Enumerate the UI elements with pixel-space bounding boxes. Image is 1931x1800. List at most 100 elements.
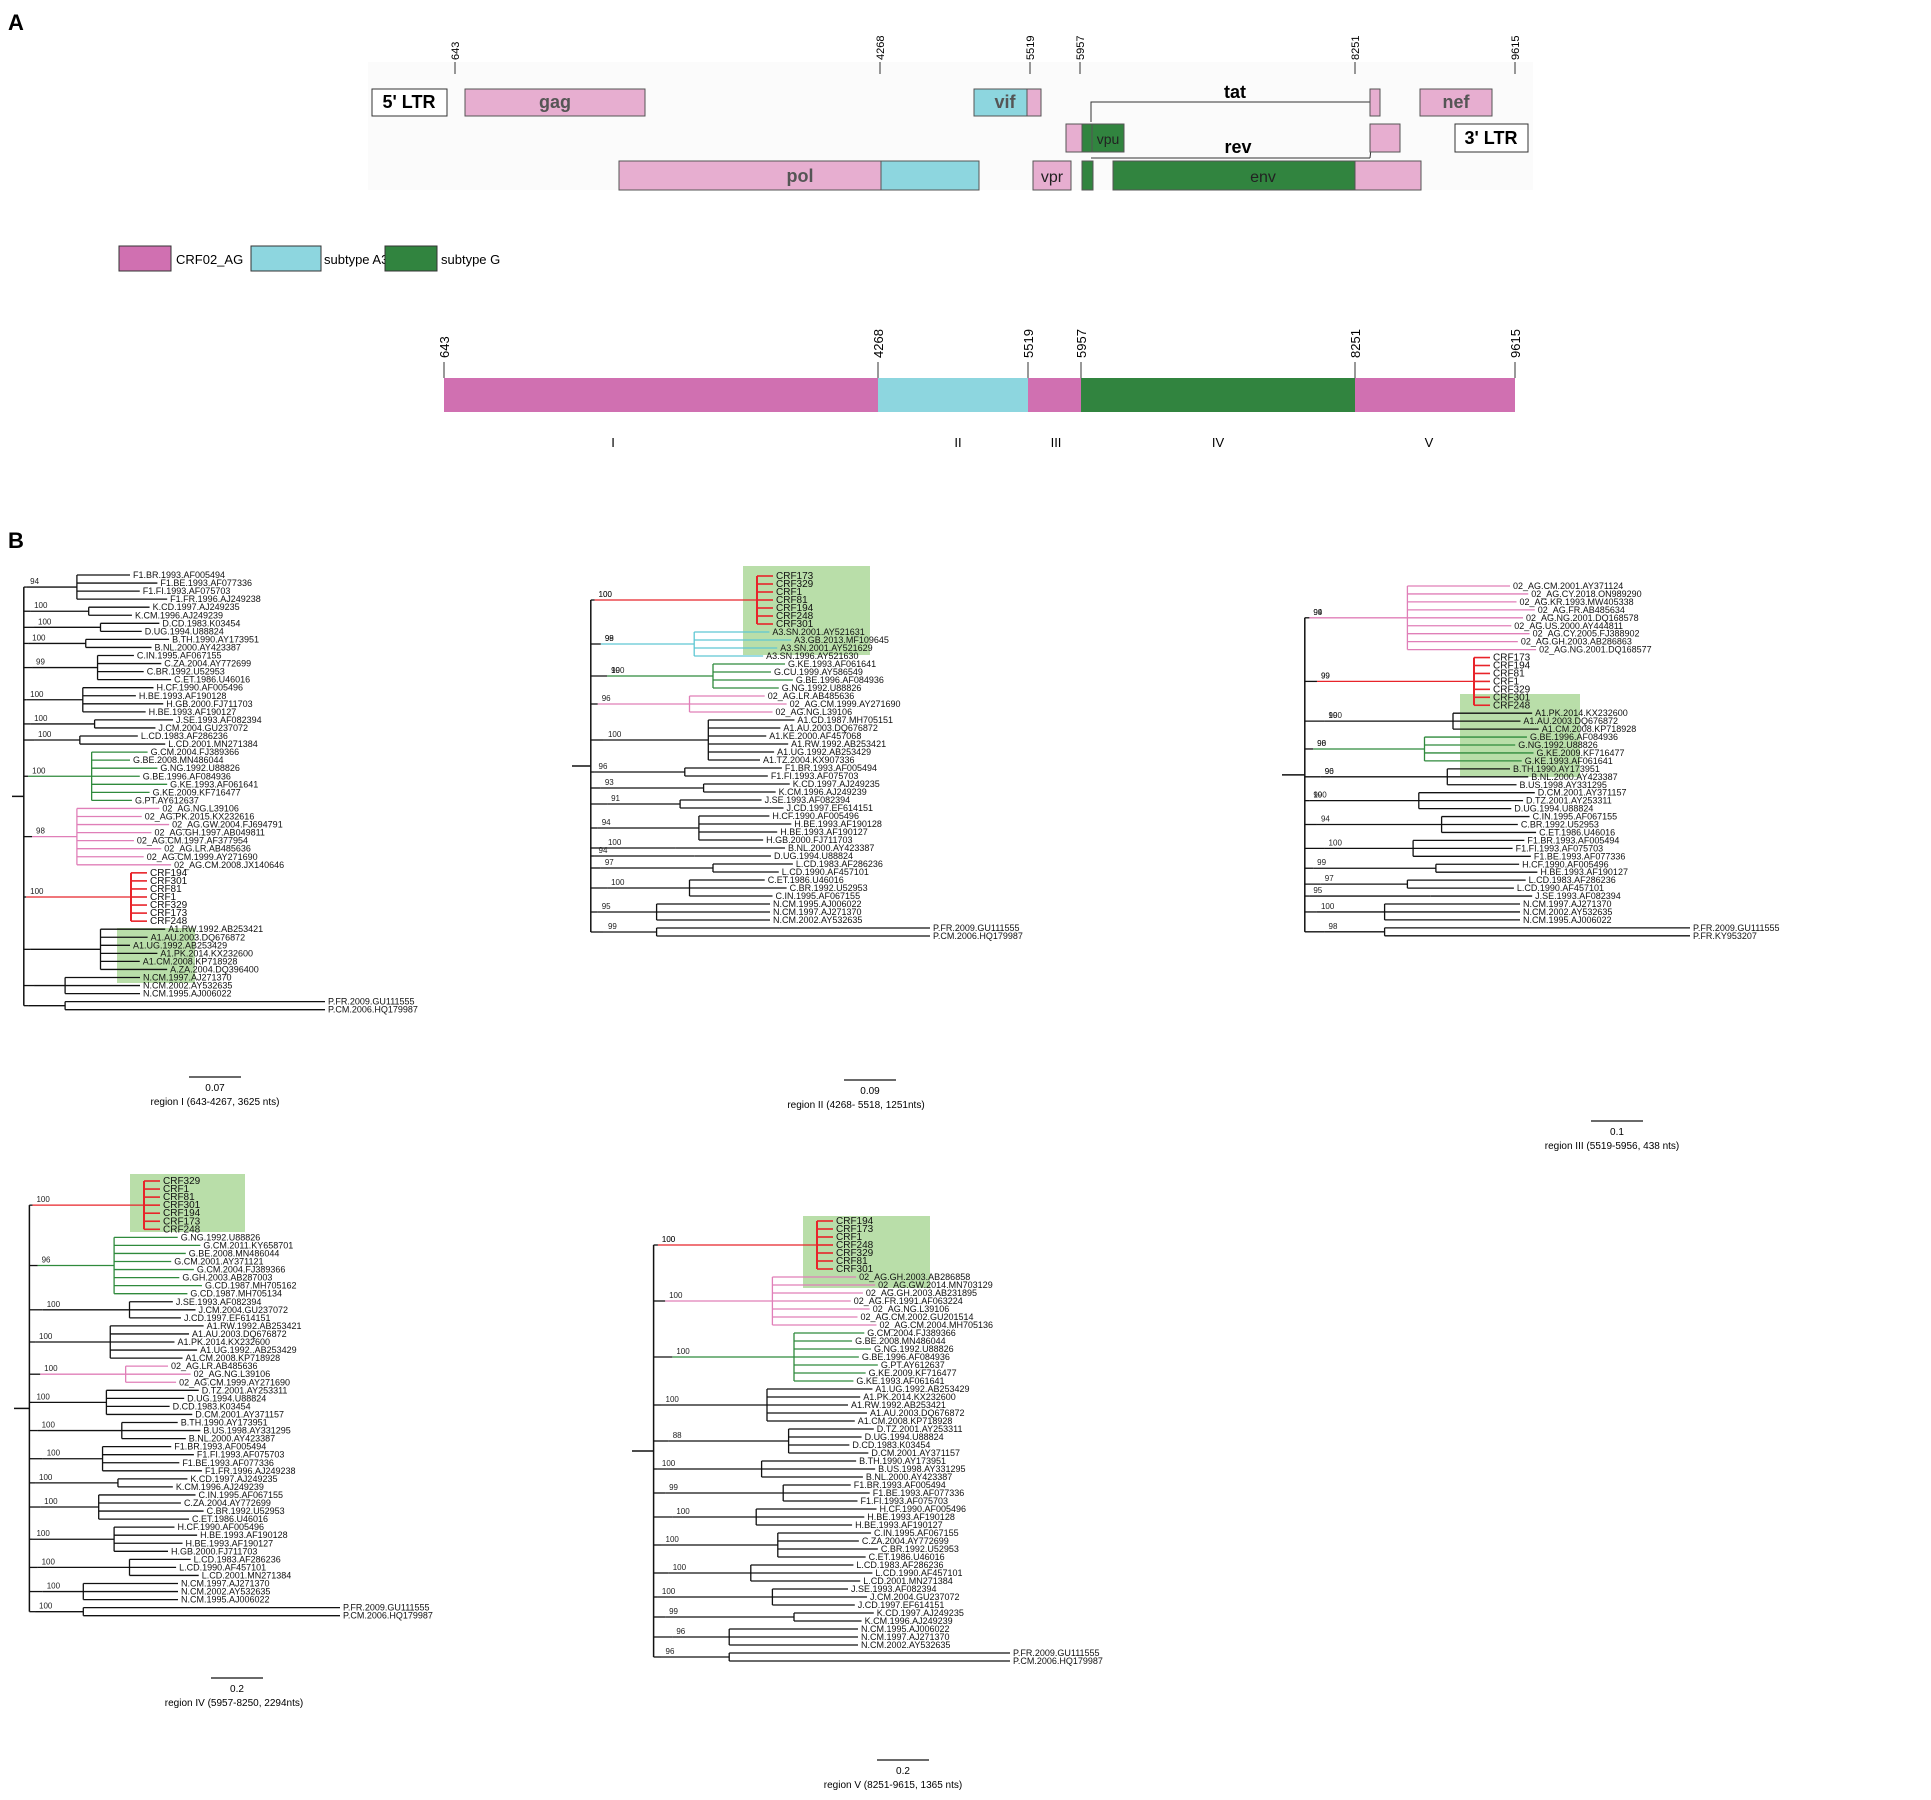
bootstrap-value: 100 <box>32 633 46 642</box>
tree-leaf-label: 02_AG.GH.2003.AB286863 <box>1521 637 1632 647</box>
tree-leaf-label: G.KE.1993.AF061641 <box>856 1376 944 1386</box>
bootstrap-value: 100 <box>32 766 46 775</box>
bootstrap-value: 96 <box>666 1647 675 1656</box>
panel-a-label: A <box>8 10 24 35</box>
tree-leaf-label: L.CD.1990.AF457101 <box>1517 883 1604 893</box>
tree-leaf-label: A1.KE.2000.AF457068 <box>769 731 861 741</box>
tree-region-v: CRF194CRF173CRF1CRF248CRF329CRF81CRF3010… <box>632 1216 1103 1791</box>
tree-leaf-label: 02_AG.PK.2015.KX232616 <box>145 812 255 822</box>
tree-leaf-label: 02_AG.GH.2003.AB286858 <box>859 1272 970 1282</box>
tree-leaf-label: G.NG.1992.U88826 <box>1518 740 1598 750</box>
tree-leaf-label: G.CD.1987.MH705134 <box>190 1289 282 1299</box>
bootstrap-value: 100 <box>47 1582 61 1591</box>
region-tick-label: 9615 <box>1508 329 1523 358</box>
tree-leaf-label: CRF173 <box>836 1224 874 1235</box>
tree-leaf-label: CRF1 <box>836 1232 863 1243</box>
tree-leaf-label: F1.BR.1993.AF005494 <box>174 1442 266 1452</box>
tree-leaf-label: N.CM.2002.AY532635 <box>143 981 232 991</box>
vpr-box <box>1032 160 1072 191</box>
pol-label: pol <box>787 166 814 186</box>
tree-leaf-label: 02_AG.NG.L39106 <box>873 1304 950 1314</box>
region-ii-label: II <box>954 435 961 450</box>
genome-tick-label: 9615 <box>1510 36 1522 60</box>
tree-leaf-label: CRF81 <box>163 1192 195 1203</box>
bootstrap-value: 96 <box>42 1256 51 1265</box>
tree-leaf-label: B.NL.2000.AY423387 <box>788 843 874 853</box>
bootstrap-value: 100 <box>36 1392 50 1401</box>
bootstrap-value: 100 <box>662 1235 676 1244</box>
region-iii-segment <box>1028 378 1081 412</box>
bootstrap-value: 100 <box>662 1459 676 1468</box>
tree-leaf-label: B.TH.1990.AY173951 <box>172 634 259 644</box>
tree-leaf-label: B.TH.1990.AY173951 <box>859 1456 946 1466</box>
tree-leaf-label: B.NL.2000.AY423387 <box>155 642 241 652</box>
ltr5-box <box>371 88 448 117</box>
env-label: env <box>1250 169 1276 186</box>
bootstrap-value: 95 <box>602 902 611 911</box>
tree-leaf-label: D.CM.2001.AY371157 <box>195 1409 284 1419</box>
tree-leaf-label: F1.BE.1993.AF077336 <box>160 578 252 588</box>
tree-leaf-label: CRF248 <box>163 1224 201 1235</box>
tree-leaf-label: N.CM.1997.AJ271370 <box>181 1579 270 1589</box>
tree-leaf-label: A1.CM.2008.KP718928 <box>143 956 238 966</box>
tree-leaf-label: A1.RW.1992.AB253421 <box>207 1321 302 1331</box>
tree-leaf-label: N.CM.1995.AJ006022 <box>181 1595 270 1605</box>
bootstrap-value: 100 <box>39 1473 53 1482</box>
tree-leaf-label: 02_AG.NG.L39106 <box>162 803 239 813</box>
tree-leaf-label: 02_AG.CM.2004.MH705136 <box>879 1320 993 1330</box>
tree-leaf-label: CRF173 <box>163 1216 201 1227</box>
tree-leaf-label: F1.FR.1996.AJ249238 <box>170 594 261 604</box>
tree-leaf-label: P.CM.2006.HQ179987 <box>328 1005 418 1015</box>
tree-leaf-label: H.CF.1990.AF005496 <box>156 683 243 693</box>
tree-leaf-label: A1.TZ.2004.KX907336 <box>763 755 855 765</box>
tree-leaf-label: 02_AG.CM.2002.GU201514 <box>860 1312 973 1322</box>
tree-leaf-label: G.KE.1993.AF061641 <box>788 659 876 669</box>
rev-label: rev <box>1224 137 1251 157</box>
tree-leaf-label: A3.GB.2013.MF109645 <box>794 635 889 645</box>
tree-region-i: F1.BR.1993.AF005494F1.BE.1993.AF077336F1… <box>12 570 418 1108</box>
bootstrap-value: 100 <box>42 1421 56 1430</box>
bootstrap-value: 99 <box>669 1607 678 1616</box>
tree-leaf-label: G.BE.2008.MN486044 <box>855 1336 946 1346</box>
tree-leaf-label: A1.PK.2014.KX232600 <box>863 1392 956 1402</box>
bootstrap-value: 100 <box>30 690 44 699</box>
tree-leaf-label: D.UG.1994.U88824 <box>187 1393 266 1403</box>
bootstrap-value: 99 <box>605 634 614 643</box>
tree-leaf-label: N.CM.1995.AJ006022 <box>861 1624 950 1634</box>
tree-leaf-label: D.CD.1983.K03454 <box>162 618 240 628</box>
bootstrap-value: 99 <box>1329 711 1338 720</box>
tree-leaf-label: F1.BE.1993.AF077336 <box>873 1488 965 1498</box>
tree-leaf-label: L.CD.1983.AF286236 <box>1529 875 1616 885</box>
tree-leaf-label: A1.CM.2008.KP718928 <box>1542 724 1637 734</box>
region-iv-label: IV <box>1212 435 1225 450</box>
tree-leaf-label: 02_AG.LR.AB485636 <box>164 844 251 854</box>
tree-leaf-label: CRF301 <box>776 619 814 630</box>
tree-leaf-label: J.SE.1993.AF082394 <box>851 1584 937 1594</box>
tree-leaf-label: 02_AG.FR.AB485634 <box>1538 605 1625 615</box>
bootstrap-value: 100 <box>44 1364 58 1373</box>
tree-leaf-label: A3.SN.2001.AY521631 <box>772 627 864 637</box>
tree-leaf-label: G.CU.1999.AY586549 <box>774 667 863 677</box>
tree-leaf-label: A1.CM.2008.KP718928 <box>186 1353 281 1363</box>
tree-leaf-label: G.KE.1993.AF061641 <box>170 779 258 789</box>
bootstrap-value: 100 <box>34 601 48 610</box>
genome-tick-label: 5957 <box>1075 36 1087 60</box>
vpu-box <box>1091 123 1125 153</box>
tree-leaf-label: 02_AG.KR.1993.MW405338 <box>1520 597 1634 607</box>
tree-leaf-label: N.CM.2002.AY532635 <box>181 1587 270 1597</box>
tree-leaf-label: L.CD.1983.AF286236 <box>796 859 883 869</box>
tree-leaf-label: J.CM.2004.GU237072 <box>870 1592 960 1602</box>
crf-highlight-box <box>130 1174 245 1232</box>
bootstrap-value: 93 <box>605 778 614 787</box>
bootstrap-value: 96 <box>676 1627 685 1636</box>
tree-leaf-label: C.IN.1995.AF067155 <box>874 1528 959 1538</box>
bootstrap-value: 99 <box>1321 671 1330 680</box>
tree-leaf-label: G.CM.2011.KY658701 <box>203 1240 293 1250</box>
panel-b-label: B <box>8 528 24 553</box>
tree-leaf-label: H.GB.2000.FJ711703 <box>766 835 852 845</box>
tree-leaf-label: G.KE.1993.AF061641 <box>1525 756 1613 766</box>
tree-leaf-label: P.FR.2009.GU111555 <box>933 923 1020 933</box>
tree-leaf-label: P.CM.2006.HQ179987 <box>1013 1656 1103 1666</box>
bootstrap-value: 99 <box>611 666 620 675</box>
